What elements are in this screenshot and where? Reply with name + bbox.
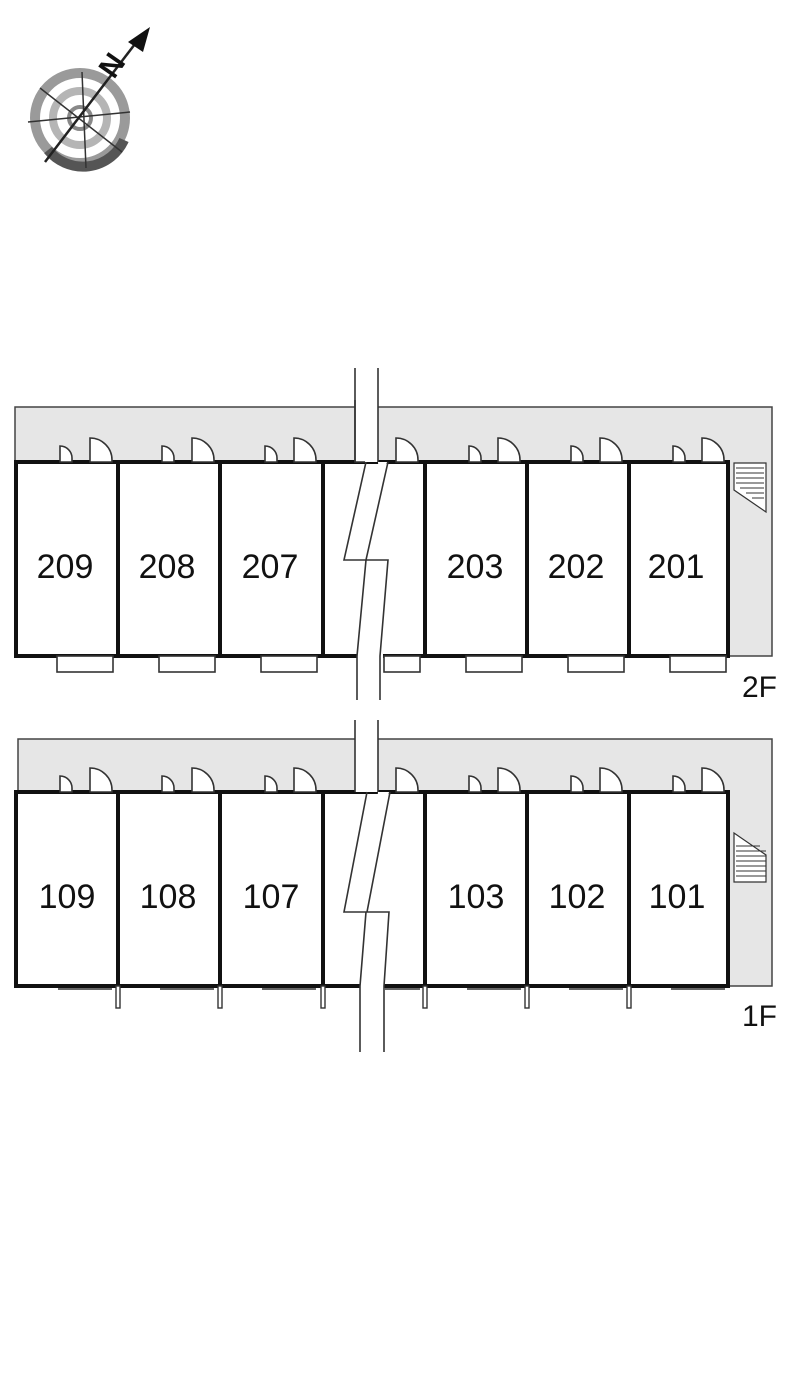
balcony: [669, 655, 727, 673]
door-icon: [570, 775, 584, 793]
floor-2f: 209 208 207 203 202 201 2F: [14, 406, 777, 704]
door-icon: [599, 437, 623, 463]
break-line: [343, 720, 392, 1052]
balcony: [383, 655, 421, 673]
unit-number: 203: [447, 548, 504, 586]
balcony: [465, 655, 523, 673]
door-icon: [191, 437, 215, 463]
floor-1f: 109 108 107 103 102 101 1F: [14, 738, 777, 1033]
unit-number: 108: [140, 878, 197, 916]
unit-number: 107: [243, 878, 300, 916]
unit-number: 202: [548, 548, 605, 586]
unit-box: [423, 460, 529, 658]
unit-number: 207: [242, 548, 299, 586]
stair-icon: [733, 462, 767, 514]
door-icon: [395, 767, 419, 793]
unit-number: 101: [649, 878, 706, 916]
balcony: [567, 655, 625, 673]
door-icon: [293, 437, 317, 463]
unit-box: [627, 790, 730, 988]
door-icon: [468, 775, 482, 793]
floor-label: 1F: [742, 1000, 777, 1033]
unit-box: [218, 790, 325, 988]
compass-icon: N: [27, 27, 150, 172]
break-line: [343, 368, 389, 700]
door-icon: [497, 437, 521, 463]
unit-box: [423, 790, 529, 988]
door-icon: [161, 775, 175, 793]
unit-number: 102: [549, 878, 606, 916]
door-icon: [570, 445, 584, 463]
unit-number: 109: [39, 878, 96, 916]
door-icon: [701, 767, 725, 793]
balcony: [56, 655, 114, 673]
unit-number: 103: [448, 878, 505, 916]
door-icon: [672, 775, 686, 793]
door-icon: [497, 767, 521, 793]
stair-icon: [733, 831, 767, 883]
door-icon: [161, 445, 175, 463]
unit-box: [116, 790, 222, 988]
door-icon: [701, 437, 725, 463]
door-icon: [599, 767, 623, 793]
door-icon: [89, 437, 113, 463]
unit-number: 201: [648, 548, 705, 586]
door-icon: [191, 767, 215, 793]
unit-number: 209: [37, 548, 94, 586]
door-icon: [264, 445, 278, 463]
door-icon: [59, 445, 73, 463]
balcony: [158, 655, 216, 673]
door-icon: [468, 445, 482, 463]
door-icon: [672, 445, 686, 463]
door-icon: [264, 775, 278, 793]
door-icon: [89, 767, 113, 793]
door-icon: [59, 775, 73, 793]
door-icon: [395, 437, 419, 463]
balcony: [260, 655, 318, 673]
unit-number: 208: [139, 548, 196, 586]
floor-label: 2F: [742, 671, 777, 704]
door-icon: [293, 767, 317, 793]
